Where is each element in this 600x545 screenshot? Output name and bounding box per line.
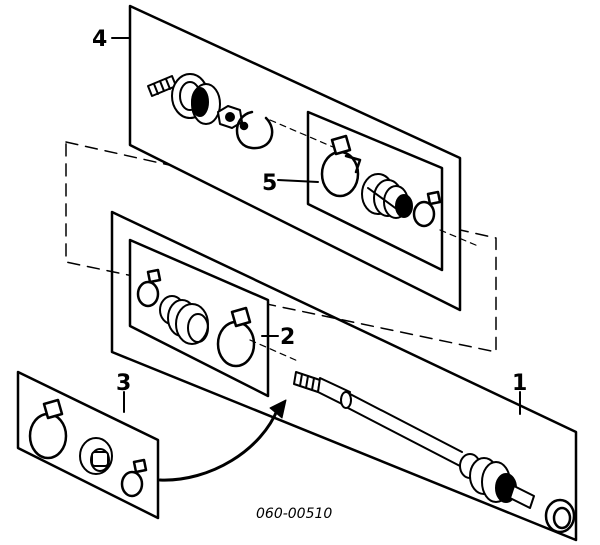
callout-1: 1 <box>512 371 527 396</box>
callout-3: 3 <box>116 371 131 396</box>
joint-kit-clamp-small <box>120 458 148 498</box>
outer-boot-part <box>361 173 413 219</box>
diagram-part-number: 060-00510 <box>256 506 332 522</box>
outer-boot-clamp-large <box>320 134 362 198</box>
inner-boot-clamp-small <box>136 268 162 308</box>
outer-cv-joint-part <box>147 73 221 125</box>
outer-boot-clamp-small <box>412 190 442 228</box>
dust-seal-ring-part <box>544 498 576 534</box>
callout-5: 5 <box>262 171 277 196</box>
circlip-part <box>235 110 274 150</box>
inner-boot-clamp-large <box>216 306 256 368</box>
axle-shaft-part <box>293 371 535 509</box>
hex-nut-part <box>217 105 243 129</box>
callout-2: 2 <box>280 325 295 350</box>
joint-kit-bearing <box>79 437 113 475</box>
callout-4: 4 <box>92 27 107 52</box>
inner-boot-part <box>159 295 209 345</box>
assembly-arrow <box>158 406 280 482</box>
joint-kit-clamp-large <box>28 398 68 460</box>
